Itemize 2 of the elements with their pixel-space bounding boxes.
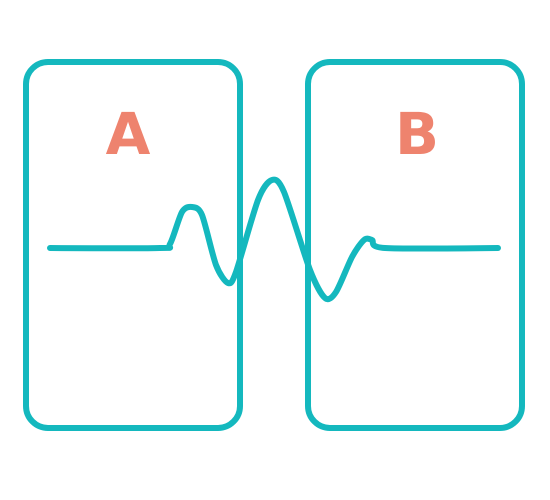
panel-box: B (305, 59, 525, 431)
panel-box: A (23, 59, 243, 431)
